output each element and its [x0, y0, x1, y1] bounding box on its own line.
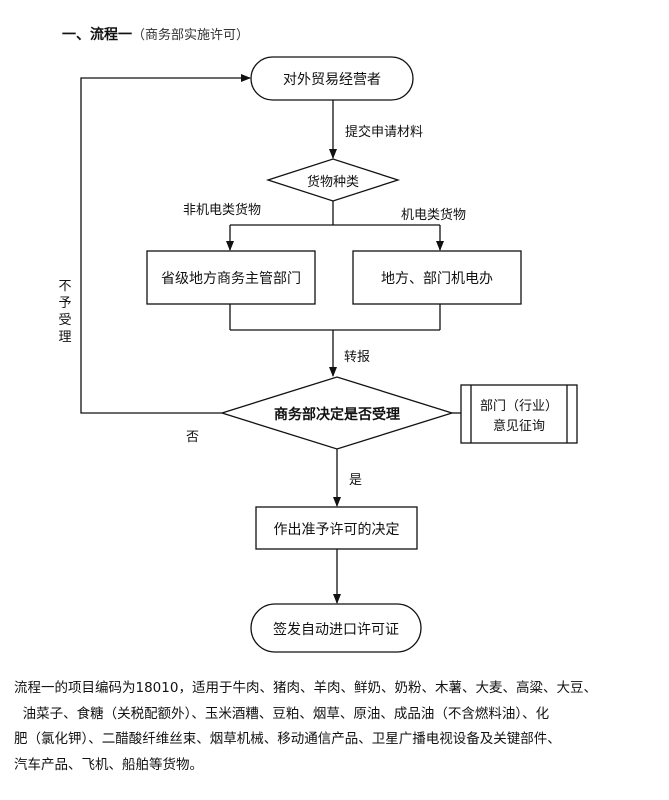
- footer-line: 油菜子、食糖（关税配额外）、玉米酒糟、豆粕、烟草、原油、成品油（不含燃料油）、化: [14, 705, 550, 722]
- provincial-label: 省级地方商务主管部门: [161, 271, 301, 287]
- end-label: 签发自动进口许可证: [273, 622, 399, 638]
- goods-type-diamond: [265, 158, 401, 202]
- start-label: 对外贸易经营者: [283, 72, 381, 88]
- edge-label-reject: 不 予 受 理: [58, 279, 72, 345]
- provincial-box: [146, 250, 316, 305]
- local-mech-box: [352, 250, 522, 305]
- consult-label-line2: 意见征询: [492, 419, 545, 434]
- edge-label-transfer: 转报: [344, 350, 371, 365]
- consult-box: [460, 384, 578, 444]
- end-terminator: [250, 603, 422, 653]
- footer-note: 流程一的项目编码为18010，适用于牛肉、猪肉、羊肉、鲜奶、奶粉、木薯、大麦、高…: [14, 676, 659, 778]
- edge-reject-loop: [80, 74, 251, 414]
- decision-label: 商务部决定是否受理: [274, 407, 400, 423]
- consult-label-line1: 部门（行业）: [479, 399, 558, 414]
- goods-type-label: 货物种类: [306, 175, 359, 190]
- edge-label-no: 否: [186, 430, 200, 445]
- footer-line: 肥（氯化钾）、二醋酸纤维丝束、烟草机械、移动通信产品、卫星广播电视设备及关键部件…: [14, 731, 561, 747]
- permit-decision-label: 作出准予许可的决定: [273, 522, 400, 538]
- footer-line: 汽车产品、飞机、船舶等货物。: [14, 756, 203, 773]
- edge-label-non-mech: 非机电类货物: [183, 203, 262, 218]
- edge-label-yes: 是: [349, 473, 363, 488]
- section-title: 一、流程一（商务部实施许可）: [62, 24, 249, 44]
- local-mech-label: 地方、部门机电办: [381, 271, 493, 287]
- edge-label-submit: 提交申请材料: [345, 125, 424, 140]
- permit-decision-box: [255, 506, 418, 550]
- edge-label-mech: 机电类货物: [401, 208, 467, 223]
- section-title-sub: （商务部实施许可）: [132, 28, 250, 43]
- start-terminator: [250, 56, 414, 101]
- footer-line: 流程一的项目编码为18010，适用于牛肉、猪肉、羊肉、鲜奶、奶粉、木薯、大麦、高…: [14, 680, 597, 696]
- section-title-main: 一、流程一: [62, 27, 132, 43]
